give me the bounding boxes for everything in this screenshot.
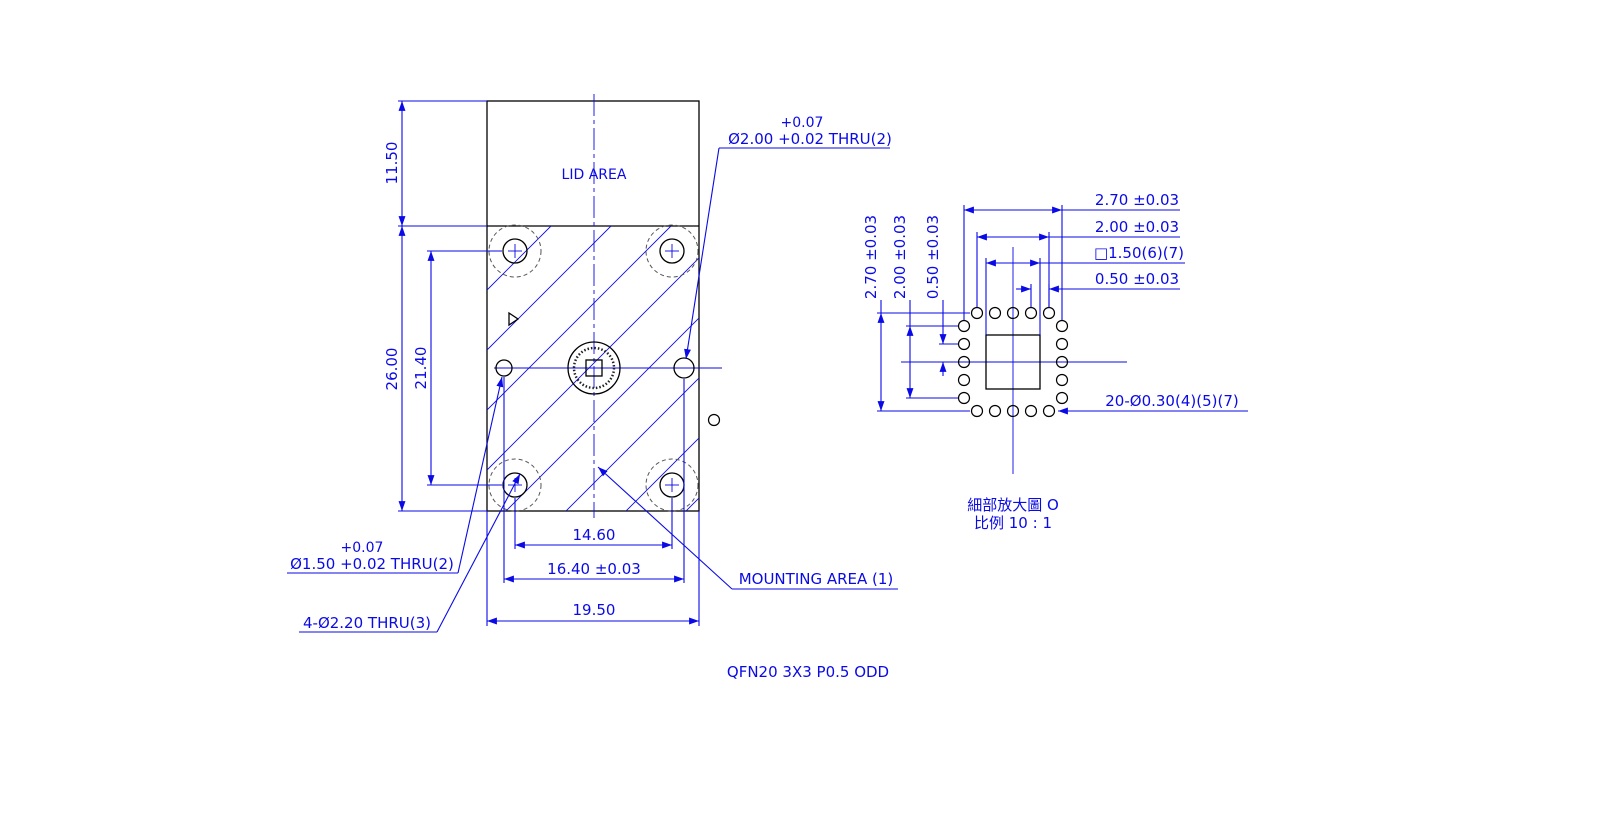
callout-pin-hole: +0.07 Ø2.00 +0.02 THRU(2) [684, 115, 892, 360]
detail-callout-pins: 20-Ø0.30(4)(5)(7) [1058, 392, 1248, 415]
detail-dim-pitch-vertical: 0.50 ±0.03 [924, 215, 958, 376]
svg-text:16.40 ±0.03: 16.40 ±0.03 [547, 560, 641, 578]
detail-pins [957, 306, 1069, 418]
svg-text:2.00 ±0.03: 2.00 ±0.03 [891, 215, 909, 299]
pin [957, 391, 971, 405]
detail-marker-circle [707, 413, 721, 427]
socket-center [567, 341, 621, 395]
detail-dim-inner-vertical: 2.00 ±0.03 [891, 215, 958, 399]
main-view: LID AREA 11.50 26.00 21.40 14.60 [287, 94, 898, 633]
svg-text:MOUNTING AREA (1): MOUNTING AREA (1) [739, 570, 894, 588]
detail-title: 細部放大圖 O [967, 496, 1059, 514]
detail-dim-pitch: 0.50 ±0.03 [1016, 270, 1180, 307]
pin [970, 404, 984, 418]
callout-small-hole: +0.07 Ø1.50 +0.02 THRU(2) [287, 376, 504, 574]
svg-text:14.60: 14.60 [573, 526, 616, 544]
pin [1042, 306, 1056, 320]
dim-lid-height: 11.50 [383, 100, 487, 227]
svg-text:2.70 ±0.03: 2.70 ±0.03 [862, 215, 880, 299]
svg-text:0.50 ±0.03: 0.50 ±0.03 [1095, 270, 1179, 288]
pin [1042, 404, 1056, 418]
svg-text:11.50: 11.50 [383, 142, 401, 185]
pin [1055, 391, 1069, 405]
detail-scale: 比例 10 : 1 [974, 514, 1052, 532]
detail-view: 2.70 ±0.03 2.00 ±0.03 □1.50(6)(7) 0.50 ±… [862, 191, 1248, 532]
pin [1006, 306, 1020, 320]
pin [988, 404, 1002, 418]
lid-area-label: LID AREA [562, 167, 627, 183]
pin [1024, 306, 1038, 320]
pin [988, 306, 1002, 320]
dim-hole-pitch-inner: 14.60 [514, 498, 673, 549]
small-hole-left [495, 359, 513, 377]
pin [1055, 319, 1069, 333]
dim-total-width: 19.50 [486, 511, 700, 626]
pin [957, 319, 971, 333]
drawing-title: QFN20 3X3 P0.5 ODD [727, 663, 889, 681]
svg-text:+0.07: +0.07 [341, 540, 384, 556]
pin [970, 306, 984, 320]
svg-text:□1.50(6)(7): □1.50(6)(7) [1094, 244, 1184, 262]
dim-hole-pitch-outer: 16.40 ±0.03 [503, 377, 685, 583]
svg-text:0.50 ±0.03: 0.50 ±0.03 [924, 215, 942, 299]
detail-dim-outer: 2.70 ±0.03 [963, 191, 1180, 320]
exposed-pad [985, 334, 1041, 390]
mounting-area-hatch [487, 226, 699, 511]
pin [1055, 373, 1069, 387]
pin [957, 337, 971, 351]
svg-text:4-Ø2.20 THRU(3): 4-Ø2.20 THRU(3) [303, 614, 431, 632]
pin [1006, 404, 1020, 418]
detail-dim-inner: 2.00 ±0.03 [976, 218, 1180, 307]
mount-hole-bottom-left [488, 458, 542, 512]
mount-hole-top-right [645, 224, 699, 278]
pin [1055, 337, 1069, 351]
pin [957, 355, 971, 369]
dim-hole-pitch-vertical: 21.40 [412, 250, 502, 486]
callout-mounting-area: MOUNTING AREA (1) [597, 466, 898, 590]
pin-hole-right [673, 357, 695, 379]
detail-dim-pad: □1.50(6)(7) [985, 244, 1185, 335]
pin [957, 373, 971, 387]
callout-mount-holes: 4-Ø2.20 THRU(3) [299, 473, 521, 633]
body-outline [486, 100, 700, 512]
svg-text:19.50: 19.50 [573, 601, 616, 619]
pin [1024, 404, 1038, 418]
mount-hole-top-left [488, 224, 542, 278]
svg-text:2.00 ±0.03: 2.00 ±0.03 [1095, 218, 1179, 236]
svg-text:+0.07: +0.07 [781, 115, 824, 131]
detail-dim-outer-vertical: 2.70 ±0.03 [862, 215, 970, 412]
dim-body-height: 26.00 [383, 226, 487, 512]
svg-text:Ø1.50 +0.02 THRU(2): Ø1.50 +0.02 THRU(2) [290, 555, 454, 573]
pin [1055, 355, 1069, 369]
svg-text:21.40: 21.40 [412, 347, 430, 390]
svg-text:26.00: 26.00 [383, 348, 401, 391]
svg-text:20-Ø0.30(4)(5)(7): 20-Ø0.30(4)(5)(7) [1105, 392, 1238, 410]
svg-text:2.70 ±0.03: 2.70 ±0.03 [1095, 191, 1179, 209]
svg-text:Ø2.00 +0.02 THRU(2): Ø2.00 +0.02 THRU(2) [728, 130, 892, 148]
pin1-marker-icon [508, 311, 520, 327]
